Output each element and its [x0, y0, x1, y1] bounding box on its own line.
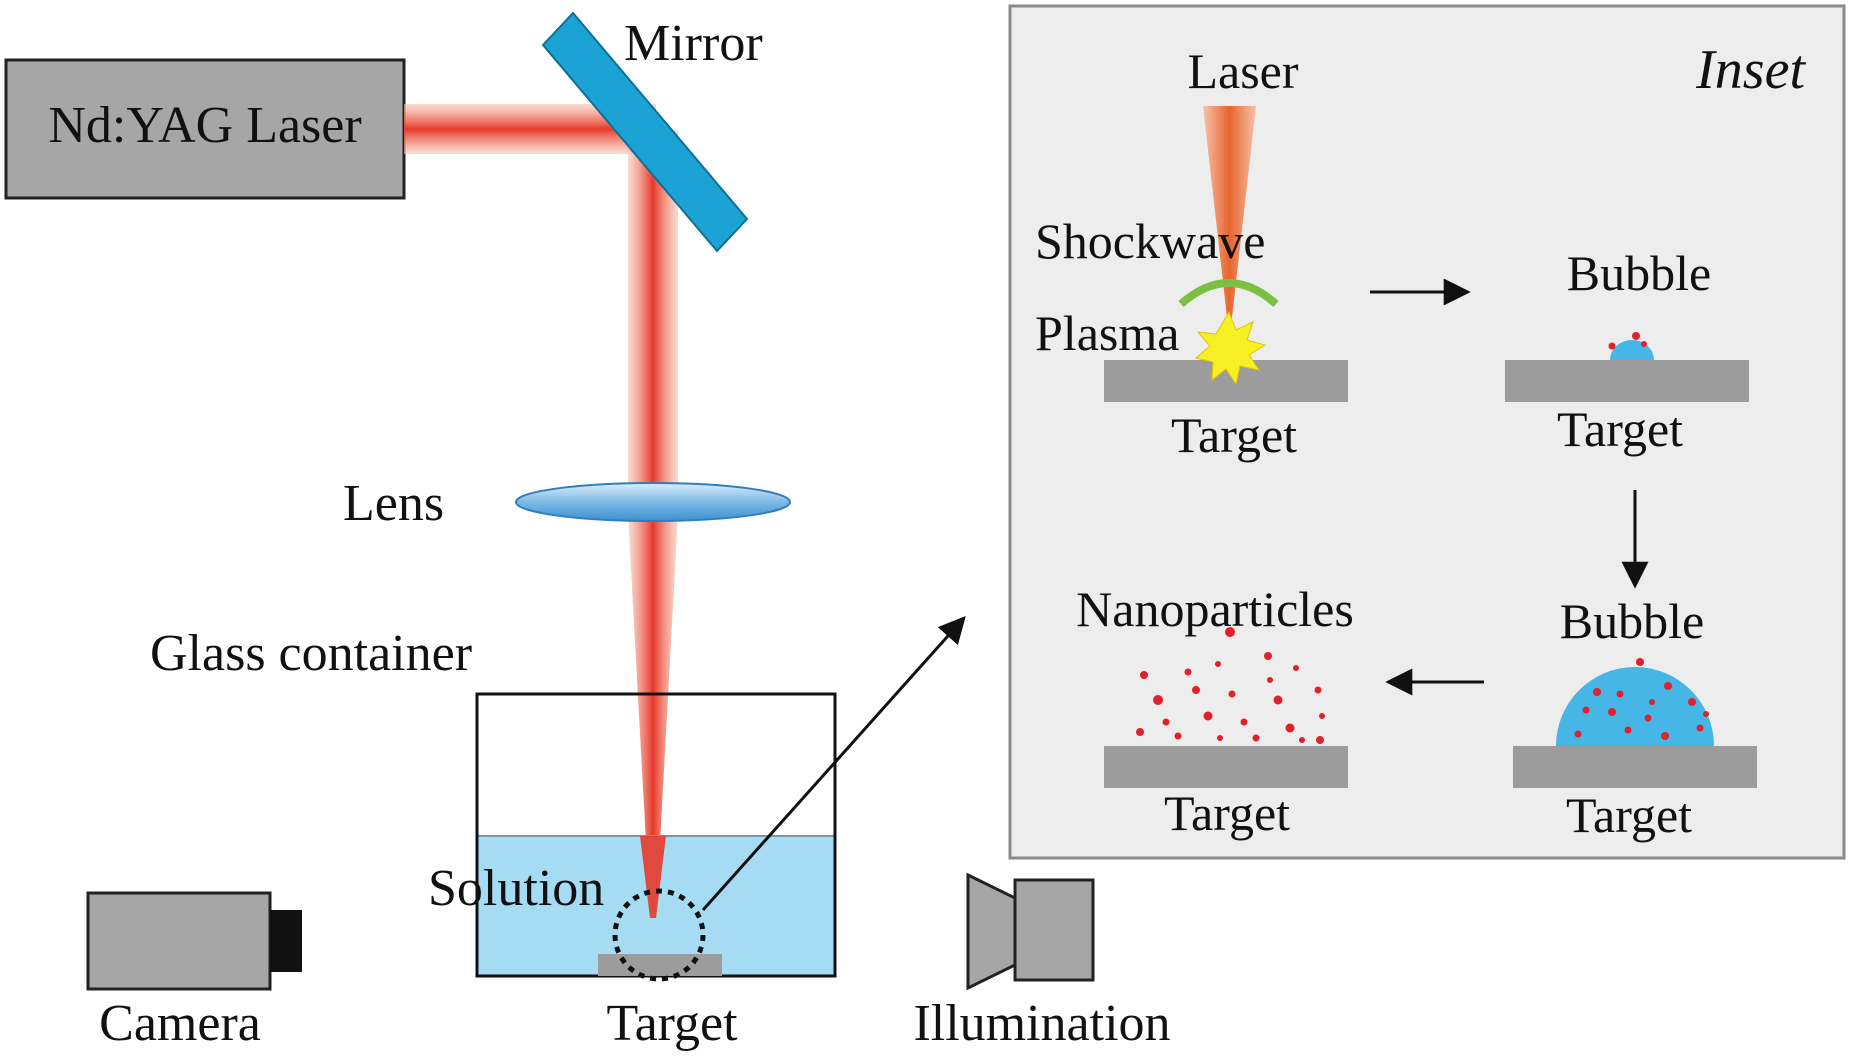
inset-laser-label: Laser — [1187, 43, 1298, 99]
inset-target-2-label: Target — [1557, 401, 1683, 457]
plasma-label: Plasma — [1035, 305, 1179, 361]
solution-label: Solution — [428, 860, 604, 917]
inset-panel: Inset Laser Shockwave Plasma Target Bubb… — [1008, 4, 1846, 860]
nanoparticles-label: Nanoparticles — [1076, 581, 1354, 637]
large-bubble-particles — [1574, 658, 1709, 740]
inset-target-3 — [1513, 746, 1757, 788]
small-bubble-particle — [1608, 342, 1616, 350]
illumination-lamp: Illumination — [913, 872, 1171, 1052]
mirror-label: Mirror — [624, 15, 763, 72]
lens-label: Lens — [343, 475, 444, 532]
stage-nanoparticles: Nanoparticles — [1076, 581, 1354, 841]
inset-target-1-label: Target — [1171, 407, 1297, 463]
shockwave-arc — [1178, 279, 1279, 308]
stage-bubble-large: Bubble Target — [1513, 593, 1757, 843]
bubble-2-label: Bubble — [1560, 593, 1704, 649]
camera: Camera — [86, 891, 302, 1052]
inset-laser-beam — [1203, 106, 1256, 326]
inset-title: Inset — [1695, 39, 1806, 101]
bubble-1-label: Bubble — [1567, 245, 1711, 301]
zoom-arrow — [701, 615, 966, 911]
target-label: Target — [606, 995, 738, 1052]
camera-label: Camera — [99, 995, 261, 1052]
inset-target-3-label: Target — [1566, 787, 1692, 843]
laser-beam-focused — [628, 515, 678, 915]
small-bubble-particle — [1641, 341, 1647, 347]
inset-target-2 — [1505, 360, 1749, 402]
small-bubble-particle — [1632, 332, 1640, 340]
illumination-label: Illumination — [913, 995, 1170, 1052]
lens: Lens — [343, 475, 791, 532]
inset-target-4-label: Target — [1164, 785, 1290, 841]
laser-beam-in-solution — [640, 836, 666, 918]
shockwave-label: Shockwave — [1035, 213, 1266, 269]
nanoparticle-cloud — [1136, 627, 1325, 744]
container-target — [598, 954, 722, 976]
plasma-burst — [1194, 310, 1267, 386]
large-bubble — [1556, 667, 1714, 746]
stage-laser-impact: Laser Shockwave Plasma Target — [1035, 43, 1348, 463]
inset-target-4 — [1104, 746, 1348, 788]
glass-container-label: Glass container — [150, 625, 472, 682]
mirror: Mirror — [541, 11, 763, 253]
zoom-circle — [612, 888, 706, 982]
nd-yag-laser: Nd:YAG Laser — [4, 58, 406, 200]
laser-box-label: Nd:YAG Laser — [48, 97, 361, 154]
stage-bubble-small: Bubble Target — [1505, 245, 1749, 457]
